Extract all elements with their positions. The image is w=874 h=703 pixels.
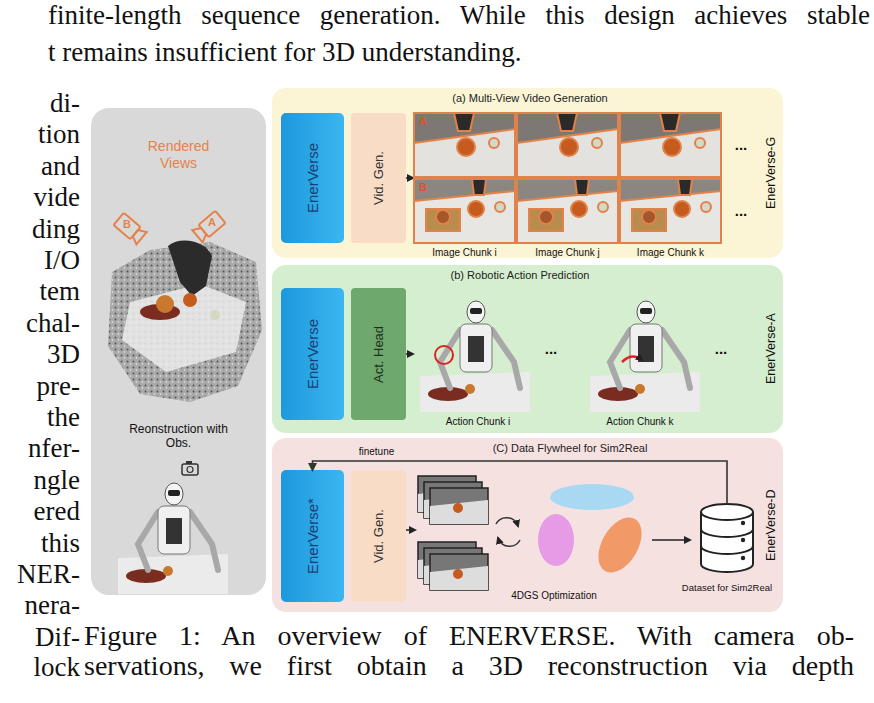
model-variant-label: EnerVerse-A (760, 265, 782, 433)
body-text-fragment: lock (0, 652, 80, 682)
cylinder-ring (701, 529, 753, 537)
chunk-label: Image Chunk k (620, 247, 721, 259)
camera-id: B (120, 218, 134, 231)
body-text-fragment: I/O (0, 245, 80, 275)
box-label: Vid. Gen. (351, 470, 406, 602)
edge-label: finetune (347, 446, 407, 458)
cylinder-dot (741, 538, 745, 542)
database-cylinder (693, 502, 761, 574)
ellipsis: ... (724, 136, 758, 154)
box-label: Act. Head (351, 288, 406, 420)
model-box: EnerVerse (281, 288, 344, 420)
module-panel: (b) Robotic Action Prediction EnerVerse-A… (272, 265, 783, 433)
head-box: Act. Head (351, 288, 406, 420)
panel-title: (a) Multi-View Video Generation (380, 92, 680, 105)
chunk-label: Action Chunk i (420, 416, 536, 428)
body-text-fragment: and (0, 151, 80, 181)
ellipsis: ... (534, 340, 568, 358)
body-text-fragment: ered (0, 496, 80, 526)
model-box: EnerVerse* (281, 470, 344, 602)
figure-caption: Figure 1: An overview of ENERVERSE. With… (84, 621, 854, 681)
chunk-label: Image Chunk j (517, 247, 618, 259)
head-box: Vid. Gen. (351, 470, 406, 602)
body-text: finite-length sequence generation. While… (48, 0, 870, 30)
body-text-fragment: tion (0, 119, 80, 149)
chunk-label: Action Chunk k (582, 416, 698, 428)
view-id: A (416, 115, 430, 128)
body-text-fragment: ngle (0, 465, 80, 495)
box-label: EnerVerse* (281, 470, 344, 602)
body-text-fragment: Dif- (0, 622, 80, 652)
body-text-fragment: di- (0, 88, 80, 118)
cylinder-ring (701, 546, 753, 554)
database-node: Dataset for Sim2Real (693, 502, 761, 600)
panel-caption: Reonstruction with Obs. (116, 422, 241, 451)
body-text-fragment: NER- (0, 559, 80, 589)
ellipsis: ... (704, 340, 738, 358)
cylinder-dot (741, 521, 745, 525)
panel-title: (C) Data Flywheel for Sim2Real (460, 442, 680, 455)
module-panel: (C) Data Flywheel for Sim2RealEnerVerse-… (272, 438, 783, 612)
body-text-fragment: nera- (0, 590, 80, 620)
process-label: 4DGS Optimization (494, 590, 614, 602)
cylinder-top (701, 504, 753, 520)
body-text-fragment: nfer- (0, 433, 80, 463)
body-text: t remains insufficient for 3D understand… (48, 37, 748, 67)
model-variant-label: EnerVerse-G (760, 88, 782, 258)
panel-heading: Rendered Views (141, 138, 216, 172)
body-text-fragment: pre- (0, 371, 80, 401)
node-caption: Dataset for Sim2Real (667, 582, 787, 593)
cylinder-dot (741, 556, 745, 560)
model-box: EnerVerse (281, 113, 344, 243)
module-panel: (a) Multi-View Video GenerationEnerVerse… (272, 88, 783, 258)
panel-title: (b) Robotic Action Prediction (370, 269, 670, 282)
box-label: EnerVerse (281, 288, 344, 420)
body-text-fragment: the (0, 402, 80, 432)
head-box: Vid. Gen. (351, 113, 406, 243)
body-text-fragment: this (0, 528, 80, 558)
input-panel: Rendered ViewsReonstruction with Obs. (91, 108, 266, 595)
body-text-fragment: ding (0, 214, 80, 244)
camera-id: A (205, 216, 219, 229)
ellipsis: ... (724, 202, 758, 220)
box-label: Vid. Gen. (351, 113, 406, 243)
body-text-fragment: vide (0, 182, 80, 212)
body-text-fragment: 3D (0, 339, 80, 369)
box-label: EnerVerse (281, 113, 344, 243)
chunk-label: Image Chunk i (414, 247, 515, 259)
view-id: B (416, 181, 430, 194)
body-text-fragment: chal- (0, 308, 80, 338)
body-text-fragment: tem (0, 276, 80, 306)
